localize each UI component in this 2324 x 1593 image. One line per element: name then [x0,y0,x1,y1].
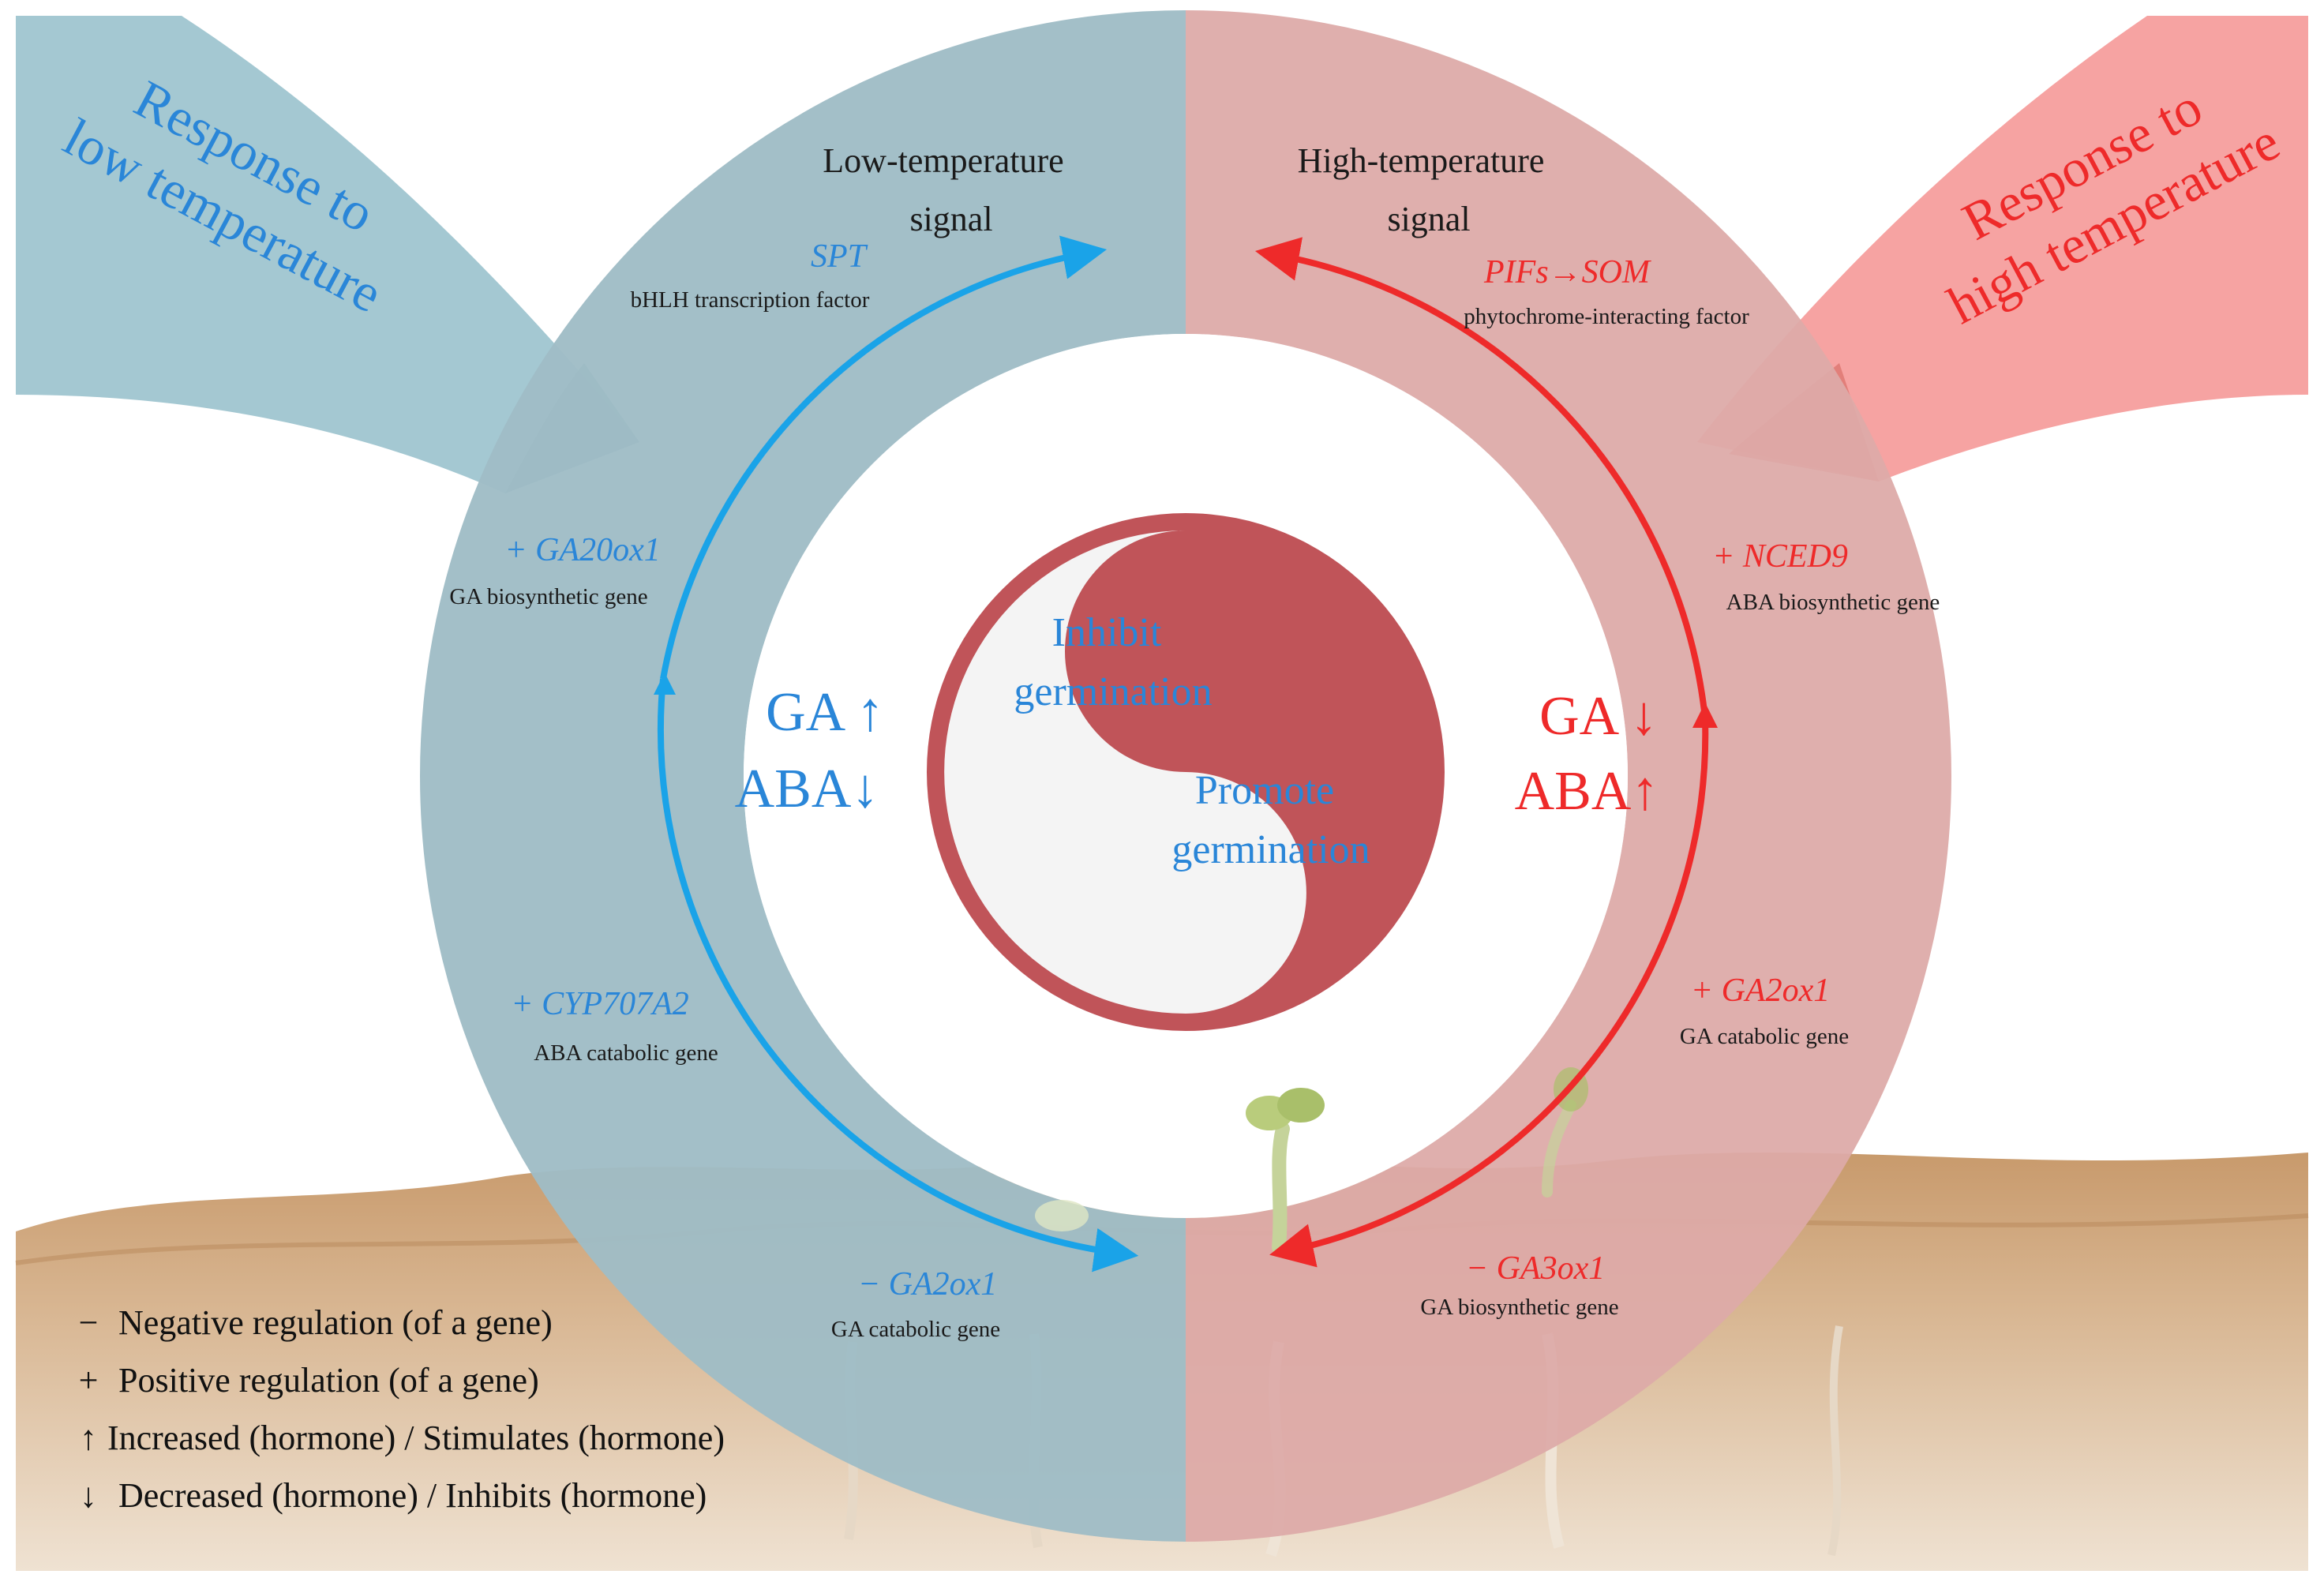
legend-symbol-negative: − [79,1303,99,1342]
legend-symbol-positive: + [79,1361,99,1400]
low-temperature-pathway-arrows [654,235,1139,1273]
gene-cyp707a2: + CYP707A2 [511,986,689,1022]
promote-label-line1: Promote [1195,768,1334,813]
hormone-high-aba: ABA↑ [1515,761,1659,822]
gene-spt: SPT [811,238,868,275]
legend: − Negative regulation (of a gene) + Posi… [79,1303,725,1515]
gene-pifs-som: PIFs→SOM [1483,254,1651,290]
gene-nced9: + NCED9 [1712,538,1848,575]
legend-symbol-decreased: ↓ [80,1476,97,1515]
yin-yang-symbol [927,513,1445,1031]
legend-text-decreased: Decreased (hormone) / Inhibits (hormone) [118,1476,707,1515]
high-temperature-pathway-arrows [1254,237,1718,1268]
legend-text-increased: Increased (hormone) / Stimulates (hormon… [107,1419,725,1457]
inhibit-label-line1: Inhibit [1052,610,1162,655]
low-signal-line1: Low-temperature [823,141,1063,180]
promote-label-line2: germination [1171,827,1370,872]
gene-ga3ox1: − GA3ox1 [1466,1250,1605,1287]
gene-nced9-desc: ABA biosynthetic gene [1726,590,1940,615]
cold-arrow-upper [660,235,1108,680]
hormone-low-ga: GA ↑ [766,682,884,743]
legend-symbol-increased: ↑ [80,1419,97,1457]
cold-arrow-lower [657,678,1139,1273]
gene-ga2ox1-high-desc: GA catabolic gene [1680,1024,1849,1049]
hot-arrow-mid-head [1692,703,1718,728]
inhibit-label-line2: germination [1014,669,1212,714]
low-signal-line2: signal [909,200,992,238]
gene-spt-desc: bHLH transcription factor [631,287,870,313]
gene-ga2ox1-high: + GA2ox1 [1691,973,1830,1009]
high-signal-line2: signal [1387,200,1470,238]
hot-arrow-lower [1269,718,1709,1268]
gene-ga20ox1-desc: GA biosynthetic gene [449,584,647,609]
high-signal-line1: High-temperature [1298,141,1545,180]
seedlings [1035,1067,1588,1254]
gene-pifs-som-desc: phytochrome-interacting factor [1464,304,1749,329]
hormone-high-ga: GA ↓ [1539,686,1658,747]
gene-ga2ox1-low: − GA2ox1 [858,1266,997,1303]
gene-cyp707a2-desc: ABA catabolic gene [534,1040,718,1066]
gene-ga2ox1-low-desc: GA catabolic gene [831,1317,1000,1342]
hot-arrow-upper [1254,237,1708,719]
gene-ga3ox1-desc: GA biosynthetic gene [1420,1295,1618,1320]
cold-arrow-mid-head [654,673,676,695]
hormone-low-aba: ABA↓ [735,759,879,819]
legend-text-positive: Positive regulation (of a gene) [118,1361,539,1400]
gene-ga20ox1: + GA20ox1 [504,532,660,568]
legend-text-negative: Negative regulation (of a gene) [118,1303,553,1342]
